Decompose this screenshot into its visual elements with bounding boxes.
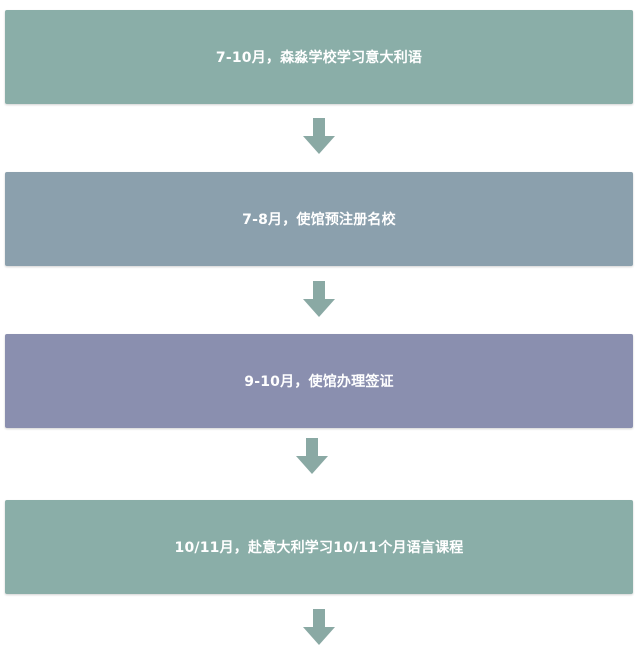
arrow-down-icon: [296, 438, 328, 474]
step-3-box: 9-10月，使馆办理签证: [5, 334, 633, 428]
step-2-box: 7-8月，使馆预注册名校: [5, 172, 633, 266]
step-4-box: 10/11月，赴意大利学习10/11个月语言课程: [5, 500, 633, 594]
arrow-down-icon: [303, 118, 335, 154]
step-3-label: 9-10月，使馆办理签证: [244, 374, 394, 390]
arrow-down-icon: [303, 609, 335, 645]
step-2-label: 7-8月，使馆预注册名校: [242, 212, 396, 228]
step-1-label: 7-10月，森淼学校学习意大利语: [215, 50, 423, 66]
arrow-down-icon: [303, 281, 335, 317]
step-1-box: 7-10月，森淼学校学习意大利语: [5, 10, 633, 104]
step-4-label: 10/11月，赴意大利学习10/11个月语言课程: [174, 540, 464, 556]
